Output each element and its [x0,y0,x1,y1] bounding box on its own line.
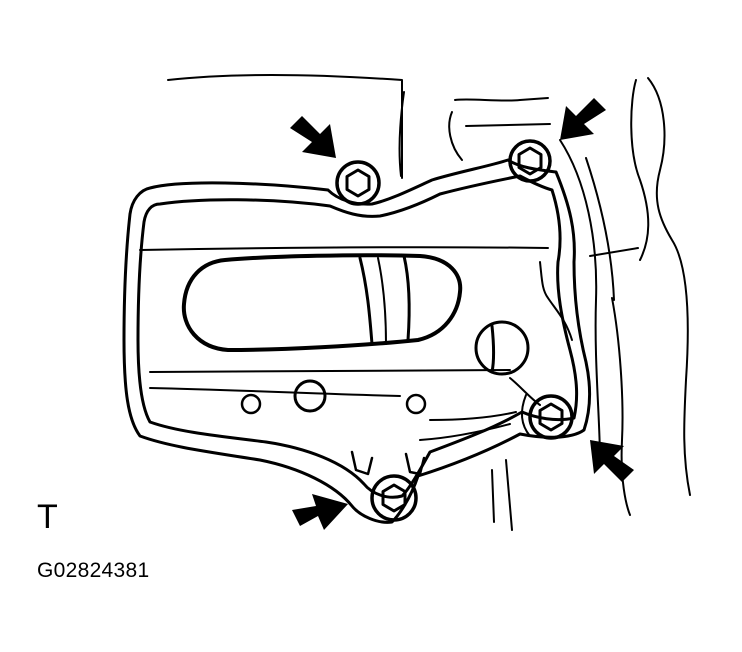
bottom-tabs [350,450,426,476]
bolt-right [528,394,574,440]
arrow-top-right [560,98,606,140]
hole-small-left [240,393,262,415]
arrow-top-left [290,116,336,158]
view-marker: T [37,498,58,536]
background-outline [167,74,691,531]
figure-id: G02824381 [37,559,150,582]
bolt-top-right [508,139,552,183]
bolt-bottom [370,474,418,522]
arrow-right [590,440,634,482]
hole-small-right [405,393,427,415]
bolt-top-left [335,160,381,206]
arrow-bottom [292,494,348,530]
oval-opening [181,253,463,352]
hole-large-center [293,379,327,413]
round-port [474,320,530,376]
